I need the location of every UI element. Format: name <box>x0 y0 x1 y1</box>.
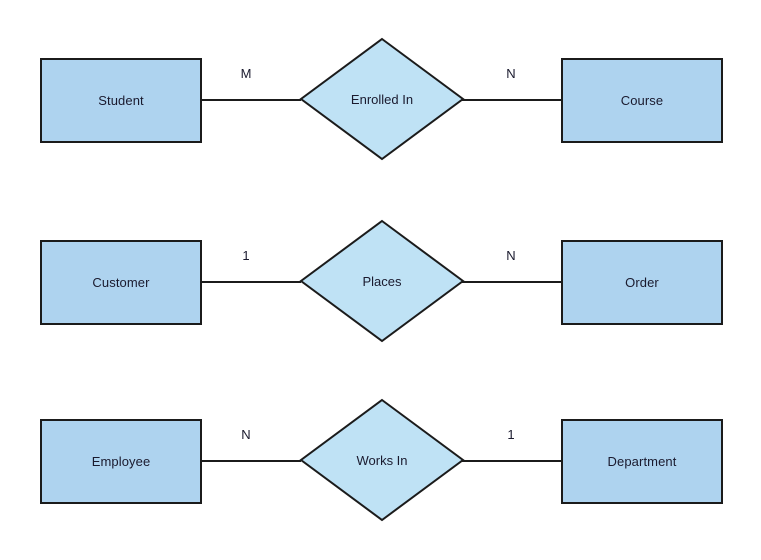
entity-order[interactable]: Order <box>561 240 723 325</box>
diamond-shape <box>299 219 465 343</box>
cardinality-left: N <box>241 427 251 442</box>
connector-line-left <box>200 281 301 283</box>
relationship-enrolled-in[interactable]: Enrolled In <box>299 37 465 161</box>
entity-label: Course <box>620 93 664 108</box>
diamond-shape <box>299 398 465 522</box>
entity-label: Customer <box>92 275 150 290</box>
cardinality-right: 1 <box>507 427 515 442</box>
connector-line-left <box>200 99 301 101</box>
relationship-places[interactable]: Places <box>299 219 465 343</box>
connector-line-right <box>462 99 562 101</box>
entity-employee[interactable]: Employee <box>40 419 202 504</box>
er-relationship-row: Student M Enrolled In N Course <box>0 37 761 179</box>
connector-line-right <box>462 281 562 283</box>
connector-line-left <box>200 460 301 462</box>
er-relationship-row: Employee N Works In 1 Department <box>0 398 761 540</box>
entity-label: Department <box>607 454 677 469</box>
diamond-shape <box>299 37 465 161</box>
entity-department[interactable]: Department <box>561 419 723 504</box>
relationship-works-in[interactable]: Works In <box>299 398 465 522</box>
cardinality-left: 1 <box>242 248 250 263</box>
cardinality-right: N <box>506 66 516 81</box>
er-relationship-row: Customer 1 Places N Order <box>0 219 761 361</box>
entity-course[interactable]: Course <box>561 58 723 143</box>
entity-label: Employee <box>91 454 151 469</box>
entity-student[interactable]: Student <box>40 58 202 143</box>
entity-customer[interactable]: Customer <box>40 240 202 325</box>
connector-line-right <box>462 460 562 462</box>
entity-label: Student <box>98 93 144 108</box>
cardinality-right: N <box>506 248 516 263</box>
cardinality-left: M <box>240 66 252 81</box>
entity-label: Order <box>625 275 659 290</box>
